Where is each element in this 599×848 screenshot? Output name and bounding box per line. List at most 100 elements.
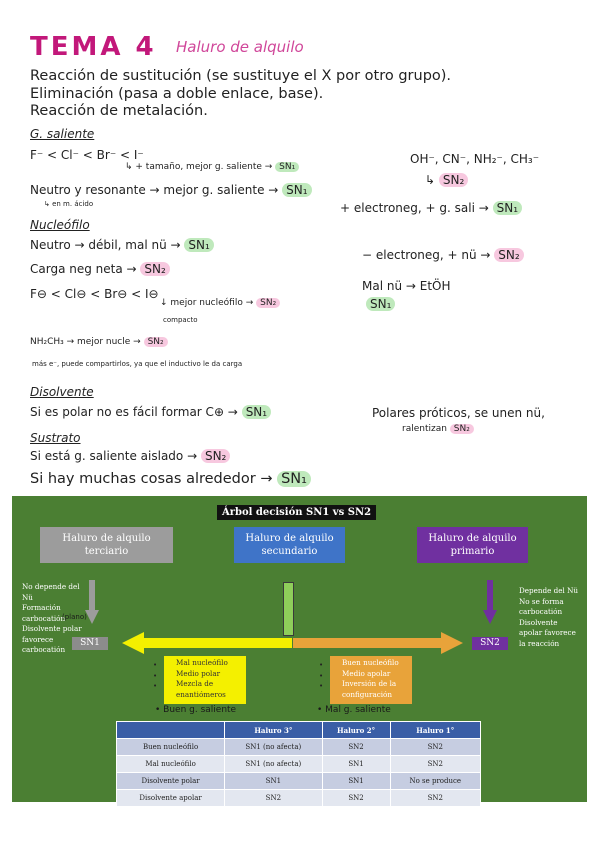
sustrato-line-1-text: Si está g. saliente aislado → — [30, 449, 201, 463]
saliente-size-text: ↳ + tamaño, mejor g. saliente → — [125, 162, 276, 172]
table-cell: Disolvente polar — [115, 772, 226, 790]
sn2-badge: SN₂ — [200, 449, 231, 463]
down-arrow-icon — [85, 580, 99, 624]
saliente-neutral: Neutro y resonante → mejor g. saliente →… — [30, 183, 312, 197]
right-electroneg-plus: + electroneg, + g. sali → SN₁ — [340, 201, 522, 215]
right-electroneg-minus: − electroneg, + nü → SN₂ — [362, 248, 524, 262]
table-row: Buen nucleófilo SN1 (no afecta) SN2 SN2 — [115, 738, 482, 756]
sn2-badge: SN₂ — [143, 337, 168, 347]
table-header-row: Haluro 3° Haluro 2° Haluro 1° — [115, 721, 482, 739]
nucleofilo-neutral-text: Neutro → débil, mal nü → — [30, 238, 185, 252]
tertiary-note: Nü — [22, 592, 33, 602]
disolvente-line: Si es polar no es fácil formar C⊕ → SN₁ — [30, 405, 272, 419]
sn1-badge: SN₁ — [184, 238, 214, 252]
sn1-condition: Mal nucleófilo — [176, 658, 228, 667]
sustrato-heading: Sustrato — [30, 431, 81, 445]
table-cell: SN2 — [389, 789, 482, 807]
primary-note: Depende del Nü — [519, 586, 578, 595]
sn2-condition: Buen nucleófilo — [342, 658, 399, 667]
saliente-acid-note: ↳ en m. ácido — [44, 200, 94, 208]
nucleofilo-charge: Carga neg neta → SN₂ — [30, 262, 170, 276]
sustrato-line-2: Si hay muchas cosas alrededor → SN₁ — [30, 471, 311, 487]
sn1-badge: SN₁ — [492, 201, 522, 215]
tertiary-note: Formación — [22, 603, 61, 612]
sn1-condition: Mezcla de — [176, 679, 214, 688]
primary-note: Disolvente — [519, 617, 558, 627]
disolvente-heading: Disolvente — [30, 385, 94, 399]
table-cell: Mal nucleófilo — [115, 755, 226, 773]
right-polar-protic-2-text: ralentizan — [402, 424, 450, 434]
sn2-bullets: ••• — [319, 661, 324, 690]
sn1-condition: enantiómeros — [176, 689, 226, 699]
saliente-order: F⁻ < Cl⁻ < Br⁻ < I⁻ — [30, 148, 144, 162]
saliente-neutral-text: Neutro y resonante → mejor g. saliente → — [30, 183, 283, 197]
table-header: Haluro 2° — [321, 721, 391, 739]
right-bad-nu: Mal nü → EtÖH — [362, 279, 451, 293]
table-cell: SN2 — [321, 738, 391, 756]
nucleofilo-neutral: Neutro → débil, mal nü → SN₁ — [30, 238, 214, 252]
nucleofilo-halide-order: F⊖ < Cl⊖ < Br⊖ < I⊖ — [30, 287, 159, 301]
sn2-condition: Inversión de la — [342, 679, 397, 688]
tertiary-note: carbocatión — [22, 645, 66, 654]
saliente-heading: G. saliente — [30, 127, 95, 141]
sn2-condition: Medio apolar — [342, 668, 391, 678]
bad-leaving-note: • Mal g. saliente — [317, 705, 391, 715]
nucleofilo-heading: Nucleófilo — [30, 218, 90, 232]
table-cell: Buen nucleófilo — [115, 738, 226, 756]
table-cell: SN2 — [389, 755, 482, 773]
table-header — [115, 721, 226, 739]
tertiary-notes: No depende del Nü Formación carbocatión … — [22, 582, 82, 656]
table-cell: SN1 — [321, 772, 391, 790]
table-cell: Disolvente apolar — [115, 789, 226, 807]
down-arrow-icon — [483, 580, 497, 624]
sn1-badge: SN₁ — [275, 162, 300, 172]
right-bad-nu-sn: SN₁ — [366, 297, 396, 311]
decision-table: Haluro 3° Haluro 2° Haluro 1° Buen nucle… — [115, 721, 482, 807]
sn2-badge: SN₂ — [494, 248, 524, 262]
intro-line-3: Reacción de metalación. — [30, 103, 208, 119]
table-header: Haluro 3° — [224, 721, 323, 739]
primary-note: carbocatión — [519, 607, 563, 616]
tertiary-plane-note: (plano) — [62, 613, 87, 621]
sn1-badge: SN₁ — [366, 297, 396, 311]
primary-notes: Depende del Nü No se forma carbocatión D… — [519, 586, 578, 649]
tertiary-note: No depende del — [22, 582, 80, 591]
sn2-label: SN2 — [472, 637, 508, 650]
nucleofilo-amine-text: NH₂CH₃ → mejor nucle → — [30, 337, 144, 347]
table-cell: SN1 (no afecta) — [224, 755, 323, 773]
table-cell: SN2 — [389, 738, 482, 756]
disolvente-line-text: Si es polar no es fácil formar C⊕ → — [30, 405, 242, 419]
right-polar-protic-2: ralentizan SN₂ — [402, 424, 474, 434]
right-ions-arrow-glyph: ↳ — [425, 173, 439, 187]
secondary-box: Haluro de alquilo secundario — [234, 527, 345, 563]
nucleofilo-better: ↓ mejor nucleófilo → SN₂ — [160, 298, 281, 308]
nucleofilo-charge-text: Carga neg neta → — [30, 262, 141, 276]
sn2-condition: configuración — [342, 689, 393, 699]
nucleofilo-amine-note: más e⁻, puede compartirlos, ya que el in… — [32, 360, 243, 368]
table-cell: SN1 (no afecta) — [224, 738, 323, 756]
saliente-size-note: ↳ + tamaño, mejor g. saliente → SN₁ — [125, 162, 300, 172]
decision-tree-panel: Árbol decisión SN1 vs SN2 Haluro de alqu… — [12, 496, 587, 807]
left-arrow-icon — [122, 632, 292, 654]
nucleofilo-compact: compacto — [163, 316, 198, 324]
table-cell: No se produce — [389, 772, 482, 790]
primary-note: No se forma — [519, 596, 564, 606]
tertiary-note: favorece — [22, 634, 54, 644]
tertiary-box: Haluro de alquilo terciario — [40, 527, 173, 563]
table-cell: SN1 — [224, 772, 323, 790]
table-row: Disolvente polar SN1 SN1 No se produce — [115, 772, 482, 790]
sn1-badge: SN₁ — [241, 405, 272, 419]
sustrato-line-2-text: Si hay muchas cosas alrededor → — [30, 471, 278, 487]
right-polar-protic: Polares próticos, se unen nü, — [372, 406, 545, 420]
table-row: Disolvente apolar SN2 SN2 SN2 — [115, 789, 482, 807]
sn2-badge: SN₂ — [438, 173, 469, 187]
sn1-condition: Medio polar — [176, 668, 221, 678]
right-ions: OH⁻, CN⁻, NH₂⁻, CH₃⁻ — [410, 152, 540, 166]
sustrato-line-1: Si está g. saliente aislado → SN₂ — [30, 449, 231, 463]
right-ions-arrow: ↳ SN₂ — [425, 173, 469, 187]
primary-box: Haluro de alquilo primario — [417, 527, 528, 563]
sn1-label: SN1 — [72, 637, 108, 650]
sn2-conditions-box: Buen nucleófilo Medio apolar Inversión d… — [330, 656, 412, 704]
sn1-bullets: ••• — [153, 661, 158, 690]
tertiary-note: carbocatión — [22, 613, 66, 623]
